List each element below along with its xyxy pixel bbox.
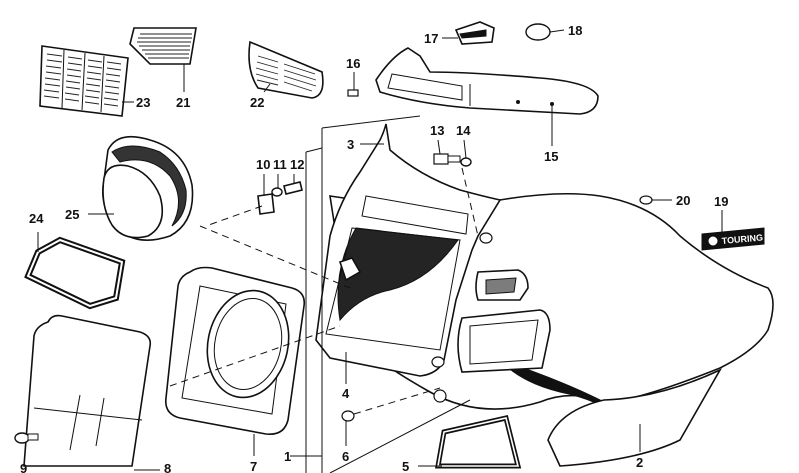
- part-16-screw: [347, 89, 359, 97]
- callout-2: 2: [636, 455, 643, 470]
- part-13-bolt: [433, 153, 461, 165]
- callout-12: 12: [290, 157, 304, 172]
- callout-14: 14: [456, 123, 471, 138]
- callout-9: 9: [20, 461, 27, 473]
- part-18-cap: [525, 23, 551, 41]
- part-14-washer: [460, 157, 472, 167]
- part-20-screw: [639, 195, 653, 205]
- callout-15: 15: [544, 149, 558, 164]
- part-17-clip: [454, 21, 495, 45]
- callout-7: 7: [250, 459, 257, 473]
- part-4-bracket: [338, 257, 362, 282]
- part-22-side-vent: [248, 40, 324, 99]
- assembly-guide-lines: [290, 115, 471, 473]
- assembly-dashed-lines: [169, 167, 479, 415]
- part-24-gasket: [24, 236, 126, 310]
- callout-17: 17: [424, 31, 438, 46]
- callout-25: 25: [65, 207, 79, 222]
- callout-6: 6: [342, 449, 349, 464]
- part-5-seal: [435, 415, 522, 469]
- leader-lines: [37, 29, 723, 471]
- callout-18: 18: [568, 23, 582, 38]
- callout-5: 5: [402, 459, 409, 473]
- part-21-small-vent: [129, 27, 197, 65]
- parts-10-12-hardware: [257, 181, 303, 215]
- callout-8: 8: [164, 461, 171, 473]
- part-19-touring-badge: TOURING: [701, 227, 765, 251]
- callout-4: 4: [342, 386, 350, 401]
- callout-labels: 1 2 3 4 5 6 7 8 9 10 11 12 13 14 15 16 1…: [20, 23, 728, 473]
- callout-3: 3: [347, 137, 354, 152]
- part-23-vent-grille: [39, 45, 129, 117]
- callout-13: 13: [430, 123, 444, 138]
- part-6-screw: [341, 410, 355, 422]
- callout-11: 11: [273, 157, 287, 172]
- callout-22: 22: [250, 95, 264, 110]
- callout-23: 23: [136, 95, 150, 110]
- callout-20: 20: [676, 193, 690, 208]
- part-3-fairing-frame: [315, 123, 502, 403]
- part-7-headlight-rim: [164, 266, 306, 436]
- touring-badge-text: TOURING: [721, 232, 763, 246]
- part-8-lens: [23, 314, 152, 467]
- callout-1: 1: [284, 449, 291, 464]
- callout-10: 10: [256, 157, 270, 172]
- callout-16: 16: [346, 56, 360, 71]
- callout-19: 19: [714, 194, 728, 209]
- callout-21: 21: [176, 95, 190, 110]
- part-9-screw: [14, 432, 39, 444]
- part-25-cover: [102, 135, 194, 241]
- part-15-upper-cowl: [375, 47, 599, 115]
- callout-24: 24: [29, 211, 44, 226]
